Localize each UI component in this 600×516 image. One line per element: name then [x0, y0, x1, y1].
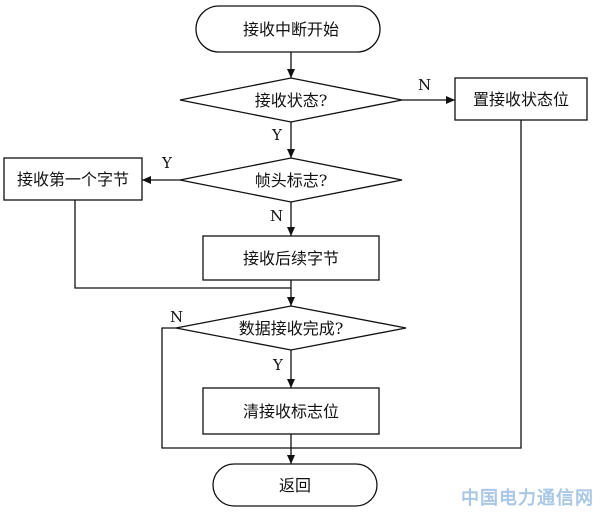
next-bytes-label: 接收后续字节 — [243, 249, 339, 268]
clear-flag-label: 清接收标志位 — [243, 402, 339, 421]
state-no-label: N — [418, 76, 431, 94]
decision-frame-header — [179, 157, 403, 203]
head-yes-label: Y — [161, 154, 173, 172]
state-decision-label: 接收状态? — [255, 91, 328, 110]
head-no-label: N — [270, 207, 283, 225]
edge-first-byte-merge — [74, 200, 291, 289]
start-label: 接收中断开始 — [243, 20, 339, 39]
first-byte-label: 接收第一个字节 — [17, 170, 129, 189]
set-status-box — [454, 77, 588, 121]
done-decision-label: 数据接收完成? — [239, 319, 344, 338]
end-label: 返回 — [279, 476, 311, 495]
watermark-text: 中国电力通信网 — [461, 488, 594, 509]
decision-receive-done — [175, 305, 407, 351]
end-terminator — [212, 463, 378, 507]
state-yes-label: Y — [271, 126, 283, 144]
done-yes-label: Y — [272, 356, 284, 374]
head-decision-label: 帧头标志? — [255, 171, 328, 190]
next-bytes-box — [202, 235, 380, 281]
clear-flag-box — [202, 387, 380, 435]
first-byte-box — [3, 157, 143, 201]
done-no-label: N — [170, 308, 183, 326]
edge-done-no — [161, 327, 291, 449]
edge-set-flag-return — [291, 120, 522, 449]
start-terminator — [195, 5, 381, 53]
set-flag-label: 置接收状态位 — [473, 90, 569, 109]
